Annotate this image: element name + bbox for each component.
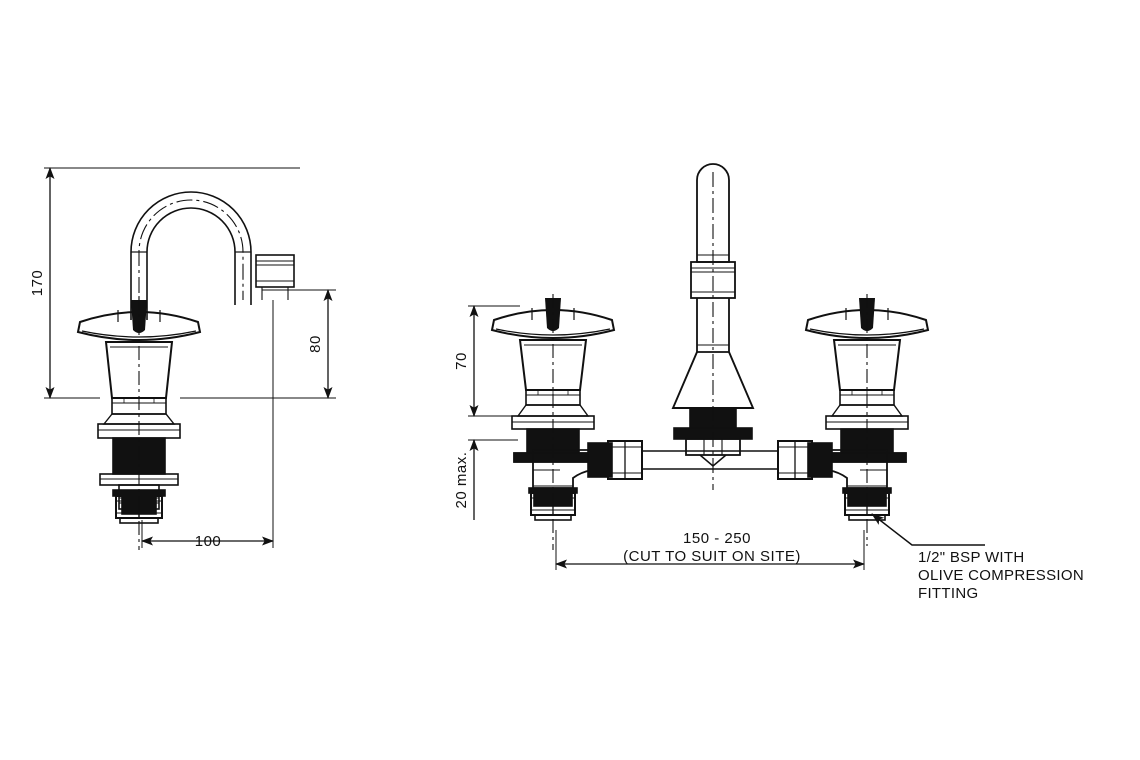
dimension-centres — [555, 530, 865, 570]
label-handle-height: 70 — [453, 352, 470, 370]
dimension-70 — [468, 305, 520, 417]
dimension-80 — [180, 289, 336, 399]
view-front-elevation — [468, 163, 985, 570]
note-bsp-fitting: 1/2" BSP WITH OLIVE COMPRESSION FITTING — [918, 549, 1084, 602]
label-centres-note: (CUT TO SUIT ON SITE) — [623, 548, 801, 565]
valve-left-outlet-nut — [587, 440, 643, 480]
spout-outlet-body — [261, 287, 289, 300]
label-deck-thickness: 20 max. — [453, 452, 470, 509]
valve-left — [490, 308, 616, 339]
bsp-note-line-2: OLIVE COMPRESSION — [918, 567, 1084, 584]
bsp-note-line-1: 1/2" BSP WITH — [918, 549, 1024, 566]
connecting-pipe — [642, 450, 778, 470]
valve-right — [804, 308, 930, 339]
dimension-labels: 170 80 100 70 20 max. 150 - 250 (CUT TO … — [29, 270, 801, 565]
view-side-elevation — [44, 167, 336, 550]
dimension-20max — [468, 439, 518, 520]
spout-swan-neck — [130, 191, 252, 320]
dimension-100 — [141, 300, 274, 548]
valve-right-outlet-nut — [777, 440, 833, 480]
spout-center-line — [138, 199, 244, 320]
label-spout-height: 80 — [307, 335, 324, 353]
spout-outlet-collar — [255, 254, 295, 288]
bsp-note-line-3: FITTING — [918, 585, 978, 602]
tap-handle — [76, 310, 202, 341]
dimension-170 — [44, 167, 300, 399]
label-spout-reach: 100 — [195, 533, 222, 550]
label-centres: 150 - 250 — [683, 530, 751, 547]
leader-bsp-note — [871, 513, 985, 546]
label-overall-height: 170 — [29, 270, 46, 297]
